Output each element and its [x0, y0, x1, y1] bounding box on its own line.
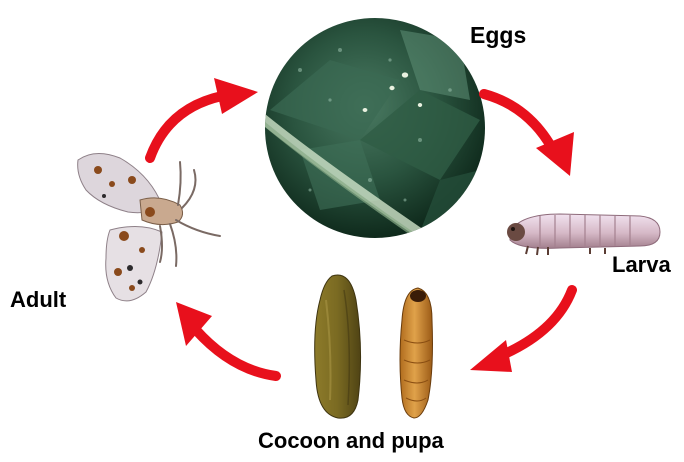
arrowhead-eggs — [214, 78, 258, 114]
arrow-larva-to-cocoon — [500, 290, 572, 356]
eggs-label: Eggs — [470, 24, 526, 47]
caterpillar-icon — [507, 214, 660, 255]
eggs-leaf-photo — [262, 18, 485, 246]
moth-icon — [78, 153, 220, 300]
larva-label: Larva — [612, 254, 671, 276]
arrow-adult-to-eggs — [150, 96, 222, 158]
adult-label: Adult — [10, 289, 66, 311]
pupa-icon — [400, 288, 433, 418]
arrowhead-cocoon — [470, 340, 512, 372]
cocoon-icon — [315, 275, 361, 418]
cocoon-label: Cocoon and pupa — [258, 430, 444, 452]
arrow-eggs-to-larva — [484, 94, 552, 148]
arrow-cocoon-to-adult — [196, 330, 276, 376]
